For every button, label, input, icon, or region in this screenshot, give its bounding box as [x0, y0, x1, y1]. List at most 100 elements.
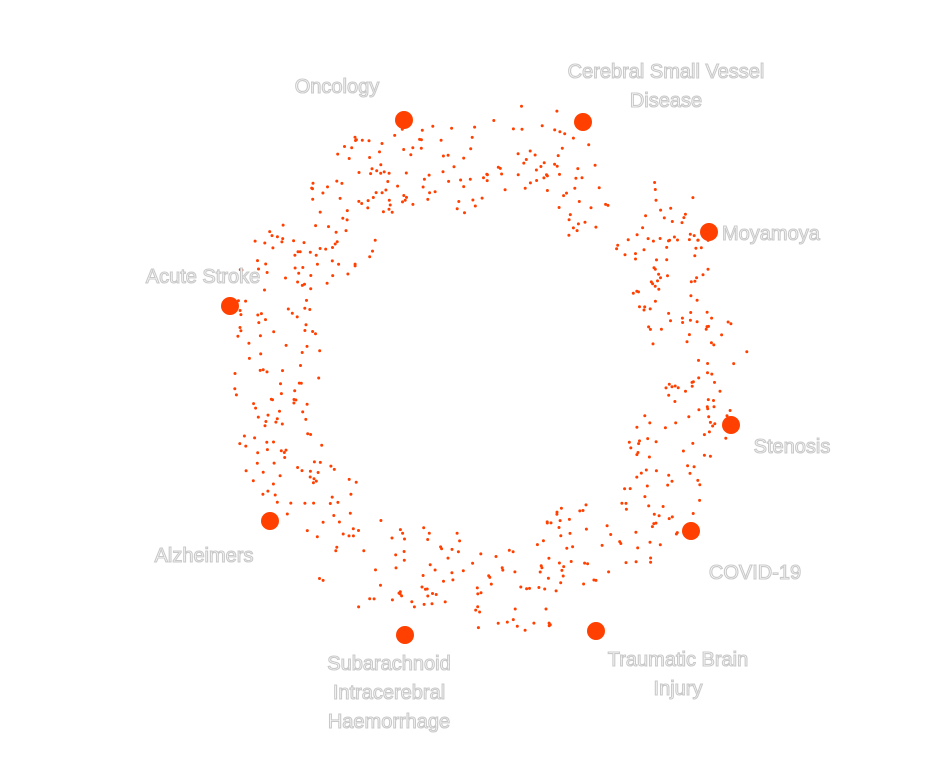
ring-dot [282, 451, 286, 454]
ring-dot [450, 547, 454, 551]
ring-dot [642, 308, 646, 312]
ring-dot [707, 430, 711, 434]
ring-dot [296, 280, 300, 284]
ring-dot [314, 224, 318, 228]
node-marker-covid-19[interactable] [682, 522, 700, 540]
ring-dot [511, 618, 515, 622]
ring-dot [547, 624, 551, 628]
node-marker-moyamoya[interactable] [700, 223, 718, 241]
ring-dot [411, 202, 415, 206]
ring-dot [646, 237, 650, 241]
node-marker-traumatic-brain-injury[interactable] [587, 622, 605, 640]
ring-dot [318, 577, 321, 580]
ring-dot [292, 239, 296, 243]
ring-dot [535, 543, 539, 547]
ring-dot [402, 550, 406, 553]
ring-dot [317, 376, 321, 380]
ring-dot [431, 592, 434, 595]
ring-dot [450, 126, 454, 130]
ring-dot [685, 340, 689, 344]
ring-dot [272, 440, 275, 444]
ring-dot [401, 531, 405, 535]
ring-dot [507, 548, 511, 552]
ring-dot [251, 479, 255, 483]
ring-dot [457, 200, 461, 203]
ring-dot [353, 135, 357, 139]
ring-dot [627, 440, 631, 444]
ring-dot [362, 549, 366, 553]
ring-dot [306, 432, 310, 436]
ring-dot [318, 247, 322, 250]
ring-dot [281, 223, 285, 227]
ring-dot [485, 179, 489, 183]
ring-dot [725, 414, 729, 418]
node-label-line: Injury [654, 678, 703, 700]
ring-dot [312, 460, 316, 464]
ring-dot [503, 188, 507, 192]
ring-dot [520, 104, 523, 108]
ring-dot [563, 132, 567, 136]
node-label-line: Intracerebral [333, 682, 445, 704]
node-label-acute-stroke: Acute Stroke [146, 266, 261, 288]
ring-dot [264, 262, 268, 266]
ring-dot [328, 502, 332, 505]
ring-dot [468, 177, 472, 181]
node-marker-oncology[interactable] [395, 111, 413, 129]
ring-dot [348, 511, 352, 515]
ring-dot [259, 352, 263, 356]
ring-dot [346, 272, 350, 276]
ring-dot [559, 534, 563, 538]
ring-dot [606, 203, 610, 207]
ring-dot [586, 562, 590, 566]
node-marker-subarachnoid-intracerebral-haemorrhage[interactable] [396, 626, 414, 644]
ring-dot [547, 621, 551, 625]
node-label-line: Stenosis [754, 436, 831, 458]
ring-dot [710, 316, 714, 320]
ring-dot [706, 362, 710, 365]
ring-dot [555, 164, 559, 168]
ring-dot [496, 621, 500, 625]
ring-dot [688, 232, 692, 236]
ring-dot [335, 545, 339, 549]
ring-dot [330, 259, 334, 263]
ring-dot [695, 298, 699, 302]
ring-dot [482, 176, 485, 180]
ring-dot [274, 420, 278, 424]
ring-dot [711, 424, 715, 428]
ring-dot [676, 238, 679, 242]
ring-dot [505, 620, 509, 624]
ring-dot [275, 417, 279, 421]
ring-dot [341, 532, 345, 536]
ring-dot [447, 179, 451, 183]
ring-dot [688, 471, 692, 475]
node-marker-alzheimers[interactable] [261, 512, 279, 530]
ring-dot [263, 241, 267, 245]
ring-dot [692, 465, 696, 469]
ring-dot [252, 402, 256, 406]
node-marker-acute-stroke[interactable] [221, 297, 239, 315]
ring-dot [635, 453, 639, 457]
ring-dot [266, 413, 270, 417]
ring-dot [478, 610, 482, 614]
ring-dot [298, 250, 302, 254]
ring-dot [654, 198, 658, 202]
ring-dot [661, 505, 665, 508]
ring-dot [644, 214, 648, 218]
node-marker-cerebral-small-vessel-disease[interactable] [574, 113, 592, 131]
ring-dot [681, 321, 685, 324]
ring-dot [662, 216, 666, 220]
ring-dot [265, 271, 269, 274]
ring-dot [244, 444, 248, 448]
node-marker-stenosis[interactable] [722, 416, 740, 434]
ring-dot [402, 558, 406, 562]
ring-dot [573, 186, 577, 190]
ring-dot [264, 318, 267, 322]
ring-dot [402, 194, 406, 197]
ring-dot [647, 504, 651, 508]
ring-dot [338, 196, 342, 200]
ring-dot [428, 563, 432, 567]
ring-dot [278, 474, 282, 478]
